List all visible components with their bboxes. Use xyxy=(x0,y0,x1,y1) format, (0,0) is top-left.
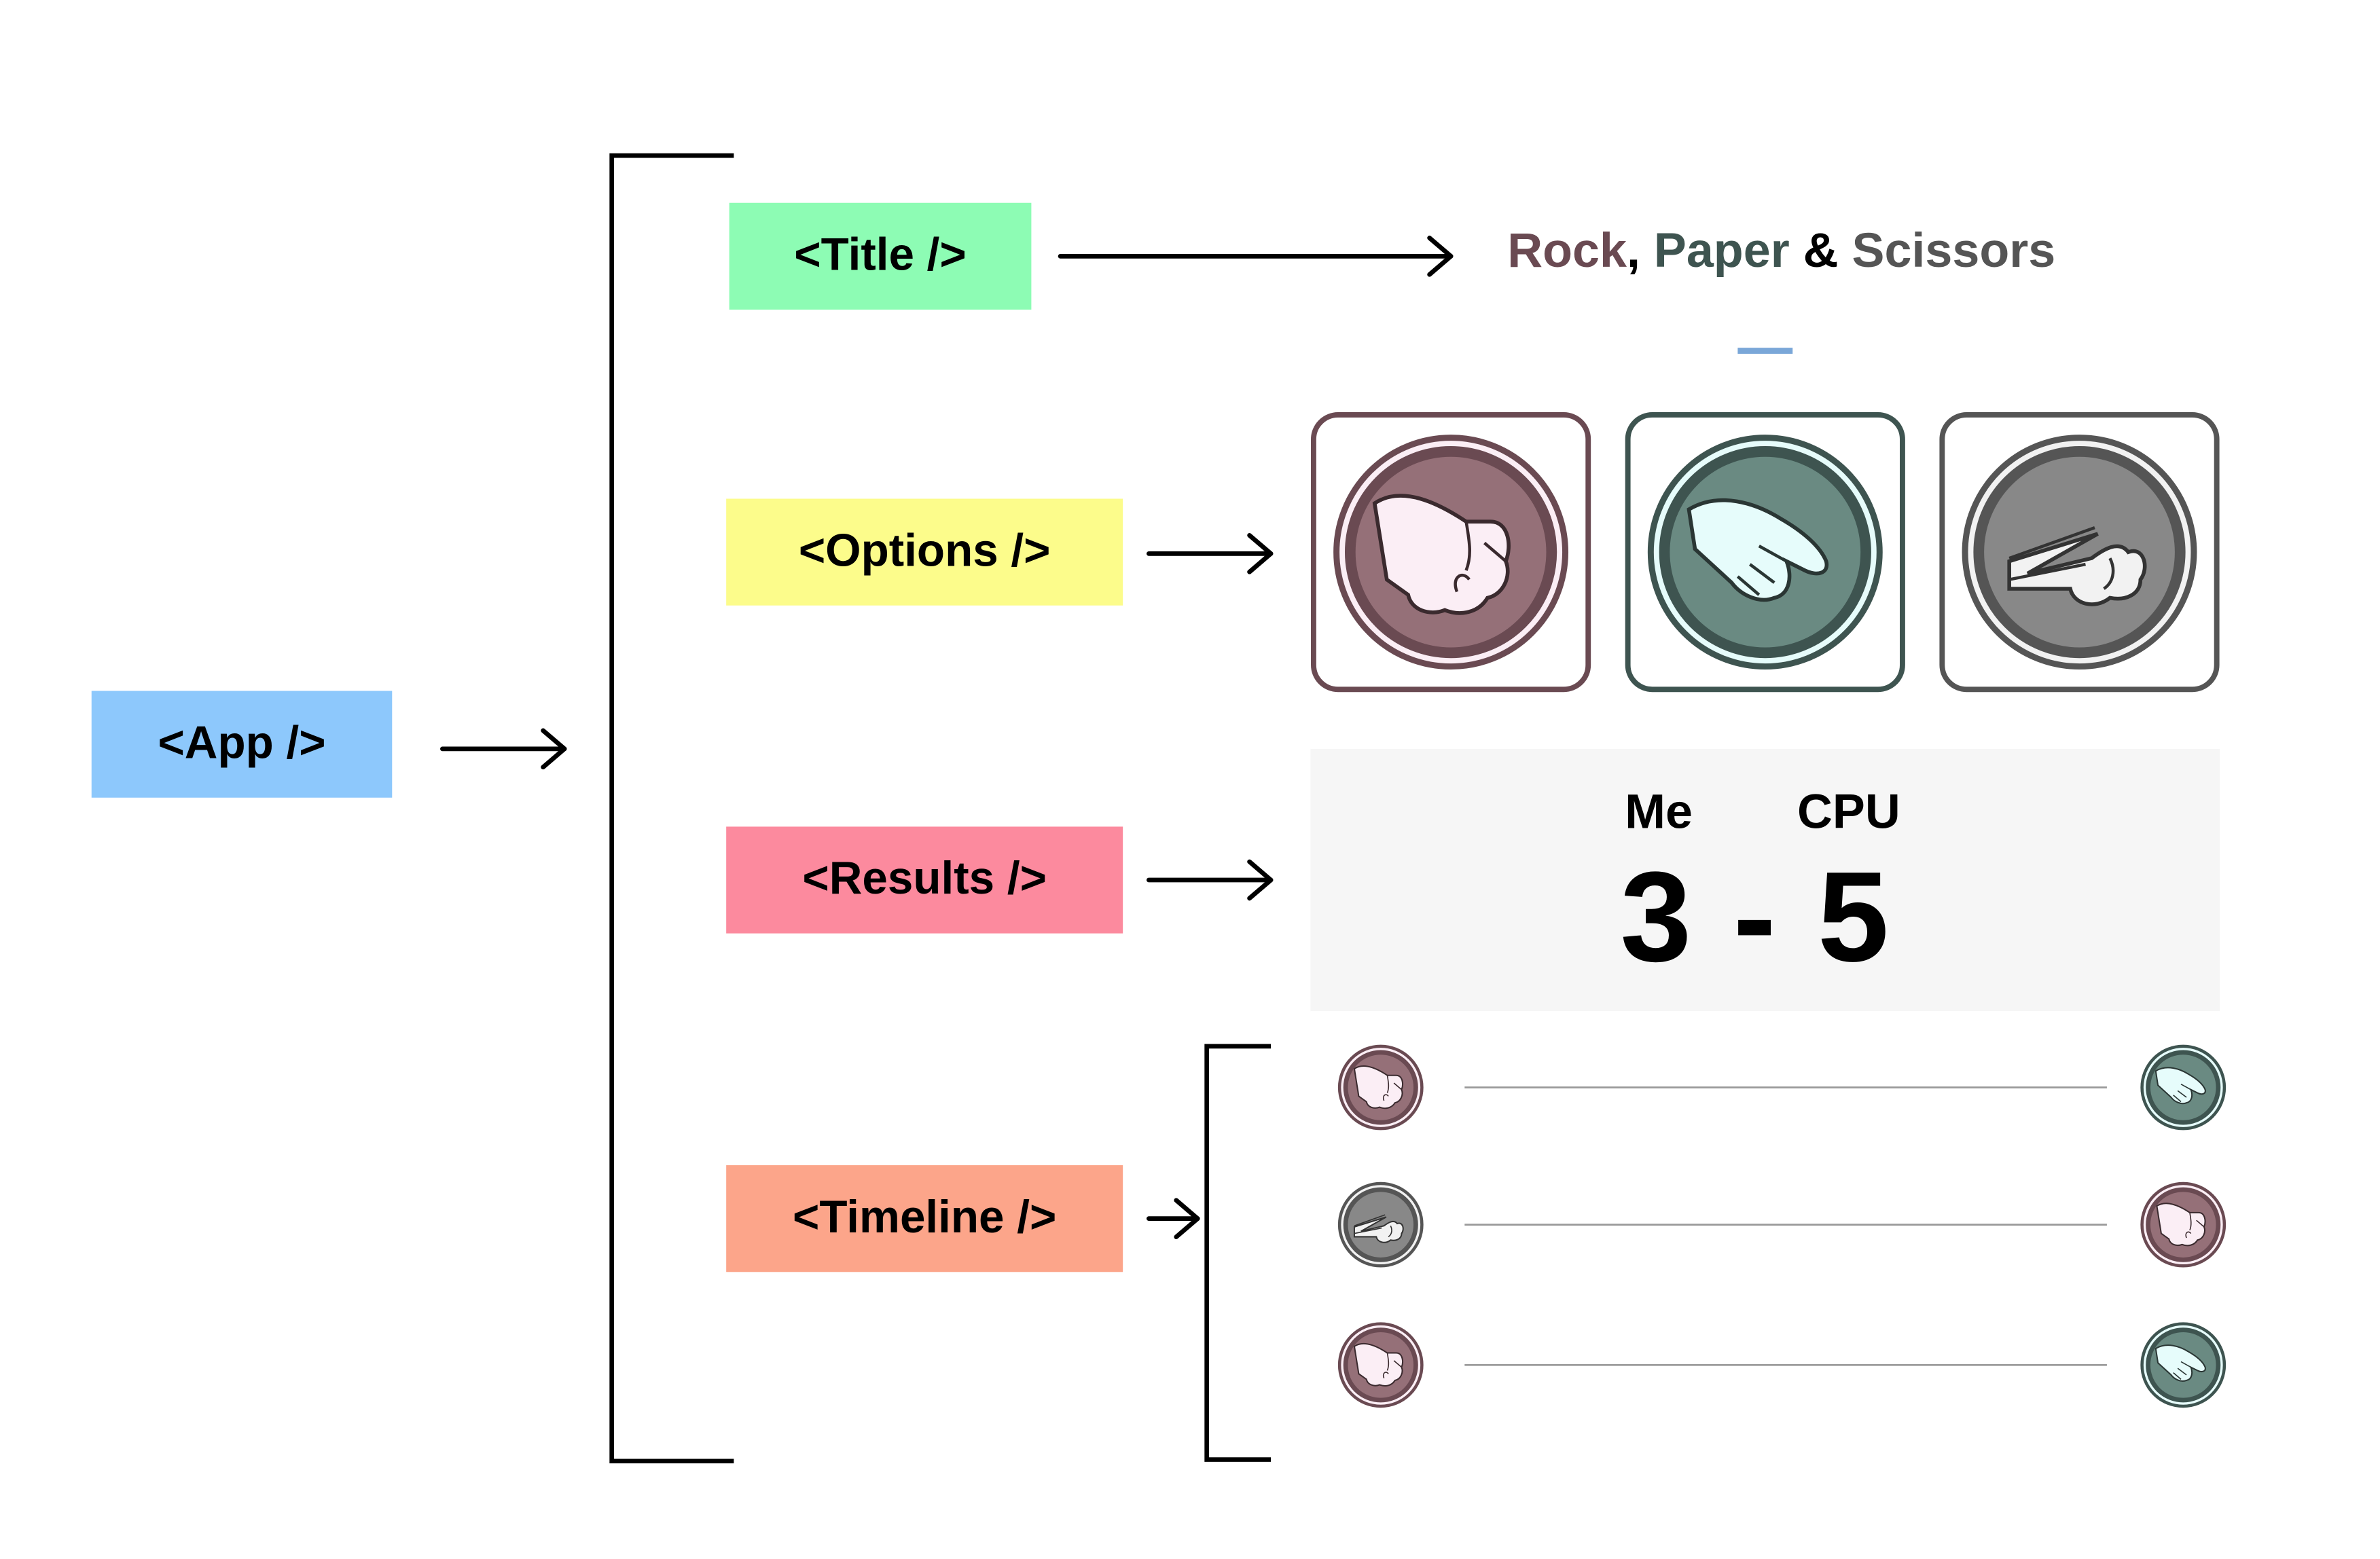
score-display: 3 - 5 xyxy=(1620,845,1892,989)
title-arrow xyxy=(1058,236,1454,277)
rock-icon xyxy=(2140,1181,2226,1268)
results-component-label: <Results /> xyxy=(802,854,1047,904)
rock-icon xyxy=(1333,435,1569,670)
scissors-option-card[interactable] xyxy=(1939,412,2220,693)
results-arrow xyxy=(1146,859,1274,901)
app-arrow xyxy=(440,728,567,770)
scissors-icon xyxy=(1337,1181,1424,1268)
cpu-label: CPU xyxy=(1797,784,1900,839)
paper-icon xyxy=(1647,435,1883,670)
timeline-bracket xyxy=(1204,1044,1272,1462)
options-component-box: <Options /> xyxy=(726,498,1123,606)
app-component-label: <App /> xyxy=(158,718,326,769)
results-panel xyxy=(1310,748,2220,1012)
timeline-component-box: <Timeline /> xyxy=(726,1165,1123,1272)
timeline-row xyxy=(1337,1044,2226,1131)
title-comma: , xyxy=(1626,222,1640,278)
rock-icon xyxy=(1337,1322,1424,1408)
title-rock: Rock xyxy=(1507,222,1627,278)
timeline-component-label: <Timeline /> xyxy=(793,1192,1057,1243)
rock-option-card[interactable] xyxy=(1311,412,1591,693)
options-arrow xyxy=(1146,533,1274,574)
title-paper: Paper xyxy=(1653,222,1790,278)
title-scissors: Scissors xyxy=(1852,222,2056,278)
me-label: Me xyxy=(1625,784,1693,839)
app-component-box: <App /> xyxy=(91,691,393,798)
paper-icon xyxy=(2140,1322,2226,1408)
rock-icon xyxy=(1337,1044,1424,1131)
timeline-row xyxy=(1337,1322,2226,1408)
title-component-label: <Title /> xyxy=(794,230,967,281)
paper-icon xyxy=(2140,1044,2226,1131)
results-component-box: <Results /> xyxy=(726,826,1123,934)
timeline-arrow xyxy=(1146,1198,1200,1239)
game-title: Rock, Paper & Scissors xyxy=(1507,223,2055,279)
timeline-row xyxy=(1337,1181,2226,1268)
scissors-icon xyxy=(1962,435,2197,670)
title-amp: & xyxy=(1803,222,1839,278)
main-bracket xyxy=(609,153,734,1464)
paper-option-card[interactable] xyxy=(1625,412,1905,693)
title-underline xyxy=(1737,348,1793,354)
title-component-box: <Title /> xyxy=(729,202,1032,310)
options-component-label: <Options /> xyxy=(798,526,1051,577)
